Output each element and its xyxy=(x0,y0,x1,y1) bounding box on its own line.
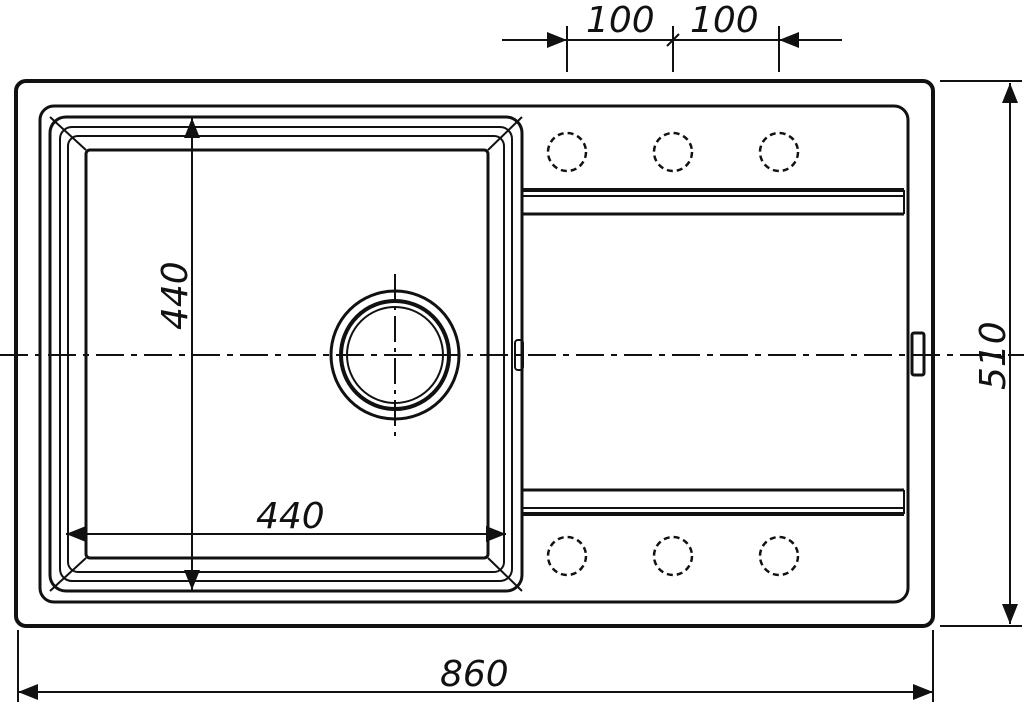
dimension-label-bowl-width: 440 xyxy=(256,496,325,537)
dimension-label-spacing-right: 100 xyxy=(690,0,759,41)
tap-hole xyxy=(758,535,800,577)
dimension-total-depth: 510 xyxy=(940,80,1022,627)
tap-hole xyxy=(652,131,694,173)
tap-hole xyxy=(546,131,588,173)
dimension-bowl-width: 440 xyxy=(66,496,506,542)
dimension-bowl-height: 440 xyxy=(155,118,200,590)
tap-hole xyxy=(652,535,694,577)
dimension-label-bowl-height: 440 xyxy=(155,261,196,330)
dimension-tap-hole-spacing: 100 100 xyxy=(502,0,842,72)
dimension-total-width: 860 xyxy=(17,630,934,702)
tap-hole xyxy=(758,131,800,173)
tap-hole-group-bottom xyxy=(546,535,800,577)
drainer xyxy=(514,188,926,516)
tap-hole-group-top xyxy=(546,131,800,173)
dimension-label-total-width: 860 xyxy=(440,654,509,695)
dimension-label-total-depth: 510 xyxy=(973,321,1014,390)
tap-hole xyxy=(546,535,588,577)
dimension-label-spacing-left: 100 xyxy=(586,0,655,41)
